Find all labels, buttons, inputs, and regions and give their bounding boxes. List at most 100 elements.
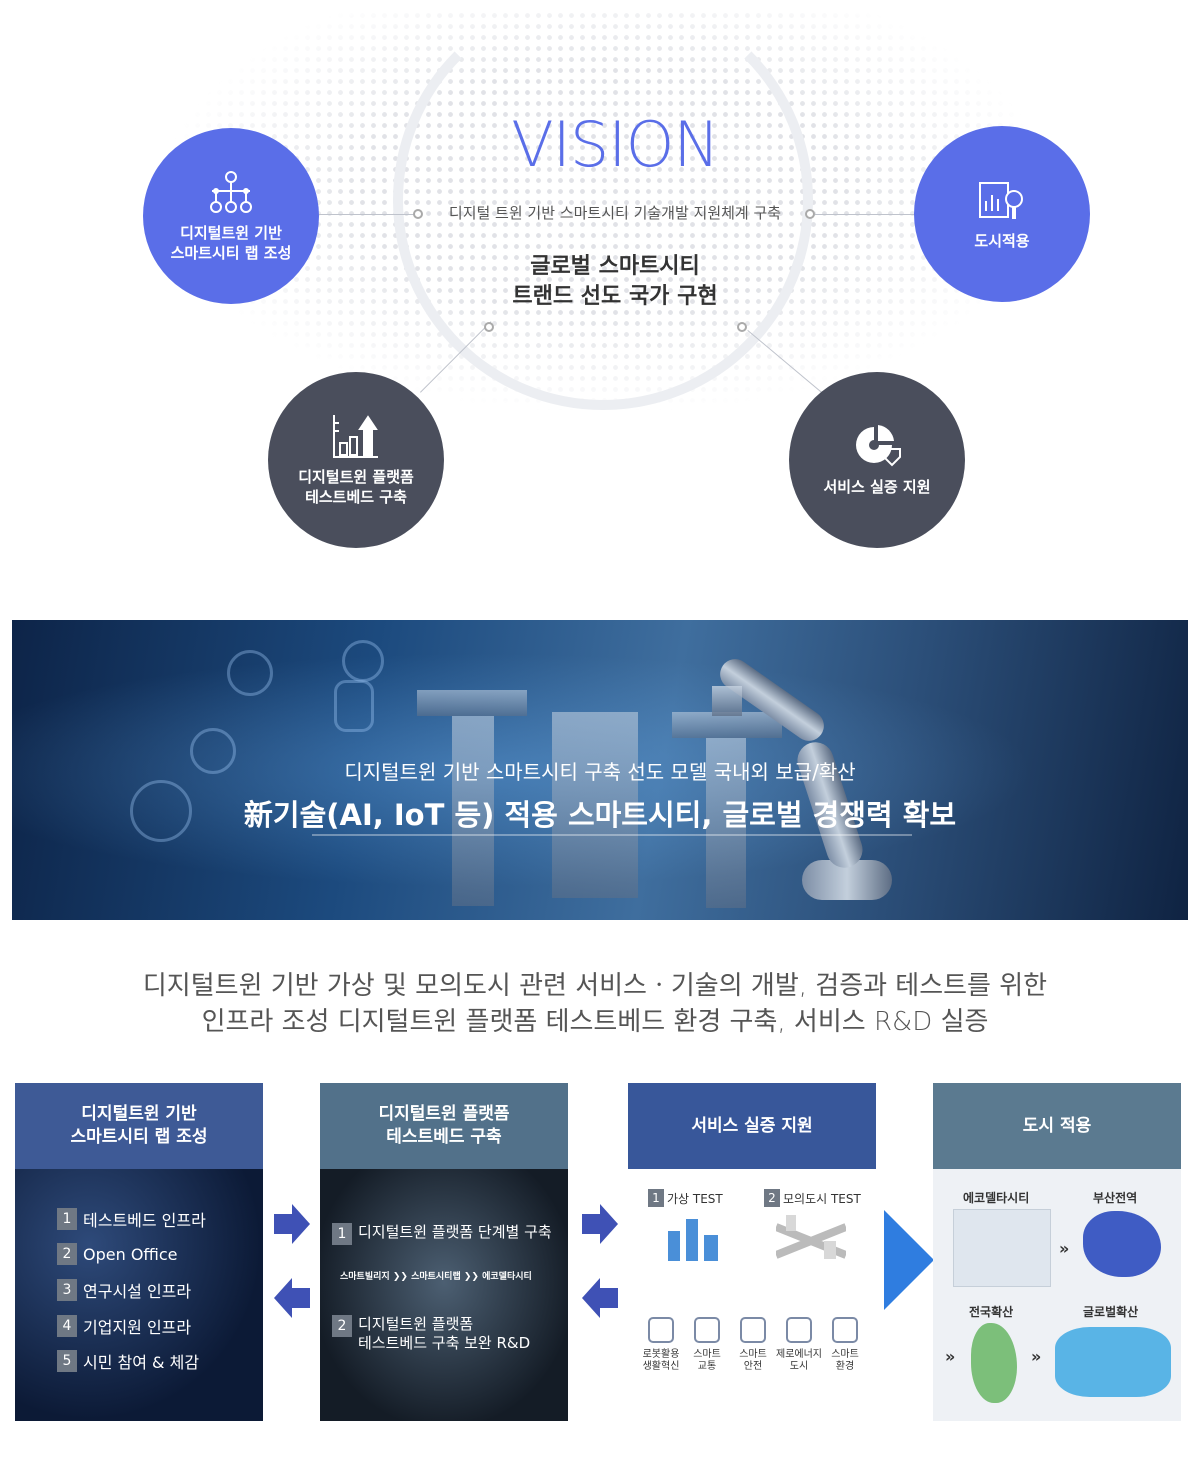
circle-label: 테스트베드 구축 <box>305 488 407 506</box>
list-item: 5 시민 참여 & 체감 <box>57 1349 199 1373</box>
item-label: 디지털트윈 플랫폼 <box>358 1315 474 1333</box>
flow-arrows <box>582 1204 618 1318</box>
vision-statement-line1: 글로벌 스마트시티 <box>530 254 700 279</box>
item-number: 1 <box>57 1208 77 1230</box>
card-header: 도시 적용 <box>933 1083 1181 1169</box>
map-label: 에코델타시티 <box>963 1191 1030 1205</box>
vision-subtitle: 디지털 트윈 기반 스마트시티 기술개발 지원체계 구축 <box>448 204 782 222</box>
arrow-left-icon <box>582 1278 618 1318</box>
watch-icon <box>740 1317 766 1343</box>
card-city-application: 도시 적용 에코델타시티 부산전역 » 전국확산 글로벌확산 » » <box>933 1083 1181 1421</box>
gear-icon <box>190 728 236 774</box>
big-arrow-right-icon <box>884 1210 934 1310</box>
held-block <box>712 686 742 716</box>
item-number: 2 <box>57 1243 77 1265</box>
item-label: 디지털트윈 플랫폼 단계별 구축 <box>358 1223 552 1241</box>
card-title-line1: 디지털트윈 기반 <box>81 1104 197 1124</box>
iot-banner: 디지털트윈 기반 스마트시티 구축 선도 모델 국내외 보급/확산 新기술(AI… <box>12 620 1188 920</box>
busan-map <box>1083 1211 1161 1277</box>
circle-label: 디지털트윈 기반 <box>180 224 282 242</box>
double-chevron-icon: » <box>945 1347 956 1366</box>
card-body: 에코델타시티 부산전역 » 전국확산 글로벌확산 » » <box>933 1169 1181 1421</box>
banner-underline <box>312 834 912 836</box>
item-number: 2 <box>764 1189 780 1207</box>
mock-city-icon <box>776 1215 846 1259</box>
report-search-icon <box>979 182 1023 219</box>
phone-icon <box>832 1317 858 1343</box>
item-number: 1 <box>332 1223 352 1245</box>
card-header: 서비스 실증 지원 <box>628 1083 876 1169</box>
list-item: 4 기업지원 인프라 <box>57 1314 191 1338</box>
circle-label: 서비스 실증 지원 <box>823 478 931 496</box>
growth-chart-icon <box>333 415 378 458</box>
map-label: 글로벌확산 <box>1083 1305 1139 1319</box>
map-label: 부산전역 <box>1093 1191 1138 1205</box>
ecodelta-map <box>953 1209 1051 1287</box>
item-label: Open Office <box>83 1244 178 1264</box>
card-title-line2: 스마트시티 랩 조성 <box>70 1127 208 1147</box>
double-chevron-icon: » <box>1031 1347 1042 1366</box>
item-label: 테스트베드 구축 보완 R&D <box>358 1334 531 1352</box>
flow-step: 에코델타시티 <box>482 1272 532 1282</box>
circle-service-support: 서비스 실증 지원 <box>789 372 965 548</box>
list-item: 1 테스트베드 인프라 <box>57 1207 206 1231</box>
lightbulb-icon <box>342 640 384 682</box>
card-title-line1: 디지털트윈 플랫폼 <box>378 1104 510 1124</box>
item-number: 2 <box>332 1315 352 1337</box>
item-number: 5 <box>57 1350 77 1372</box>
card-title: 서비스 실증 지원 <box>691 1115 813 1136</box>
connector-line <box>815 214 915 215</box>
network-icon <box>210 171 252 213</box>
item-number: 4 <box>57 1315 77 1337</box>
block-decoration <box>672 712 782 738</box>
circle-label: 디지털트윈 플랫폼 <box>298 468 414 486</box>
strategy-caption: 에코델타시티 10대 전략과제 <box>685 1291 819 1304</box>
block-decoration <box>417 690 527 716</box>
double-chevron-icon: ❯❯ <box>392 1272 408 1282</box>
list-item: 2 Open Office <box>57 1243 178 1265</box>
list-item: 1 디지털트윈 플랫폼 단계별 구축 <box>332 1223 552 1245</box>
connector-dot <box>413 209 423 219</box>
car-icon <box>694 1317 720 1343</box>
block-decoration <box>552 712 638 898</box>
arrow-left-icon <box>274 1278 310 1318</box>
solar-icon <box>786 1317 812 1343</box>
connector-line <box>318 214 418 215</box>
flow-arrows <box>274 1204 310 1318</box>
item-label: 기업지원 인프라 <box>83 1318 192 1337</box>
double-chevron-icon: ❯❯ <box>463 1272 479 1282</box>
test-label: 가상 TEST <box>667 1191 723 1206</box>
robot-arm-icon <box>648 1317 674 1343</box>
circle-label: 도시적용 <box>974 232 1030 250</box>
double-chevron-icon: » <box>1059 1239 1070 1258</box>
item-label: 시민 참여 & 체감 <box>83 1353 200 1372</box>
item-label: 테스트베드 인프라 <box>83 1211 206 1230</box>
arrow-right-icon <box>274 1204 310 1244</box>
block-decoration <box>452 716 494 906</box>
description-line1: 디지털트윈 기반 가상 및 모의도시 관련 서비스ㆍ기술의 개발, 검증과 테스… <box>142 971 1048 1001</box>
banner-title: 新기술(AI, IoT 등) 적용 스마트시티, 글로벌 경쟁력 확보 <box>243 798 957 832</box>
connector-dot <box>737 322 747 332</box>
item-number: 3 <box>57 1279 77 1301</box>
vision-section: VISION 디지털 트윈 기반 스마트시티 기술개발 지원체계 구축 글로벌 … <box>0 0 1200 580</box>
link-icon <box>334 680 374 732</box>
item-number: 1 <box>648 1189 664 1207</box>
korea-map <box>971 1323 1017 1403</box>
test-label: 모의도시 TEST <box>783 1191 861 1206</box>
